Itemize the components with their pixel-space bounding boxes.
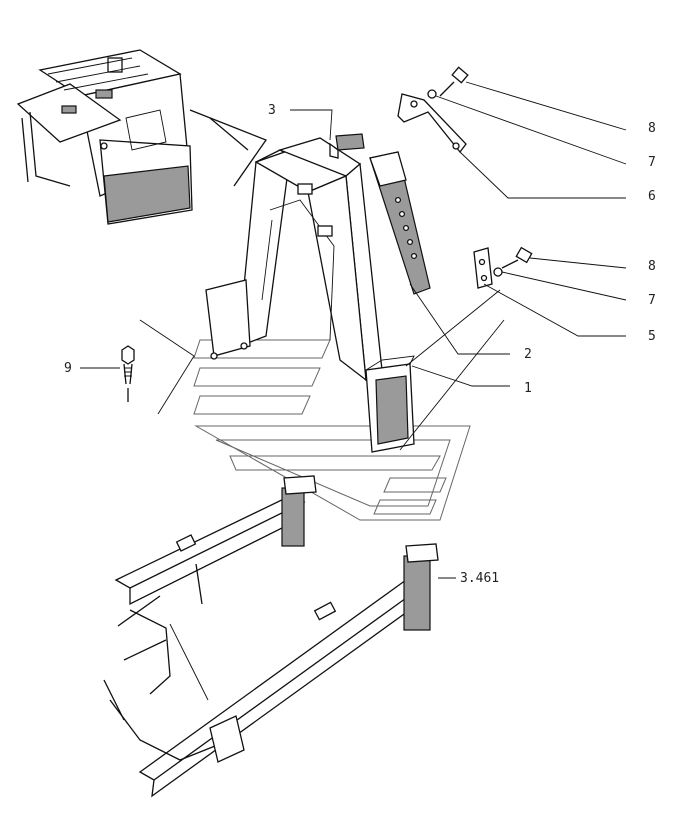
callout-8-top: 8 [648, 121, 656, 136]
callout-9: 9 [64, 361, 72, 376]
bolt-9 [121, 345, 135, 402]
callout-2: 2 [524, 347, 532, 362]
callout-1: 1 [524, 381, 532, 396]
arch-frame [205, 137, 415, 453]
chassis-frame [103, 475, 439, 798]
part-3-bracket [329, 133, 365, 159]
callout-6: 6 [648, 189, 656, 204]
part-5-strap [473, 247, 493, 289]
bolt-8-top [427, 66, 469, 99]
callout-ref-3461: 3.461 [460, 571, 499, 586]
part-6-plate [369, 151, 431, 295]
guide-line [189, 109, 268, 187]
callout-3: 3 [268, 103, 276, 118]
leader-lines [80, 81, 627, 579]
background-emblem [193, 339, 471, 521]
callout-7-top: 7 [648, 155, 656, 170]
cab-hood-assembly [16, 49, 193, 225]
guide-line [209, 117, 249, 151]
bolt-8-mid [493, 246, 533, 277]
callout-7-mid: 7 [648, 293, 656, 308]
callout-5: 5 [648, 329, 656, 344]
part-6-cranked-bracket [397, 93, 467, 154]
callout-8-mid: 8 [648, 259, 656, 274]
